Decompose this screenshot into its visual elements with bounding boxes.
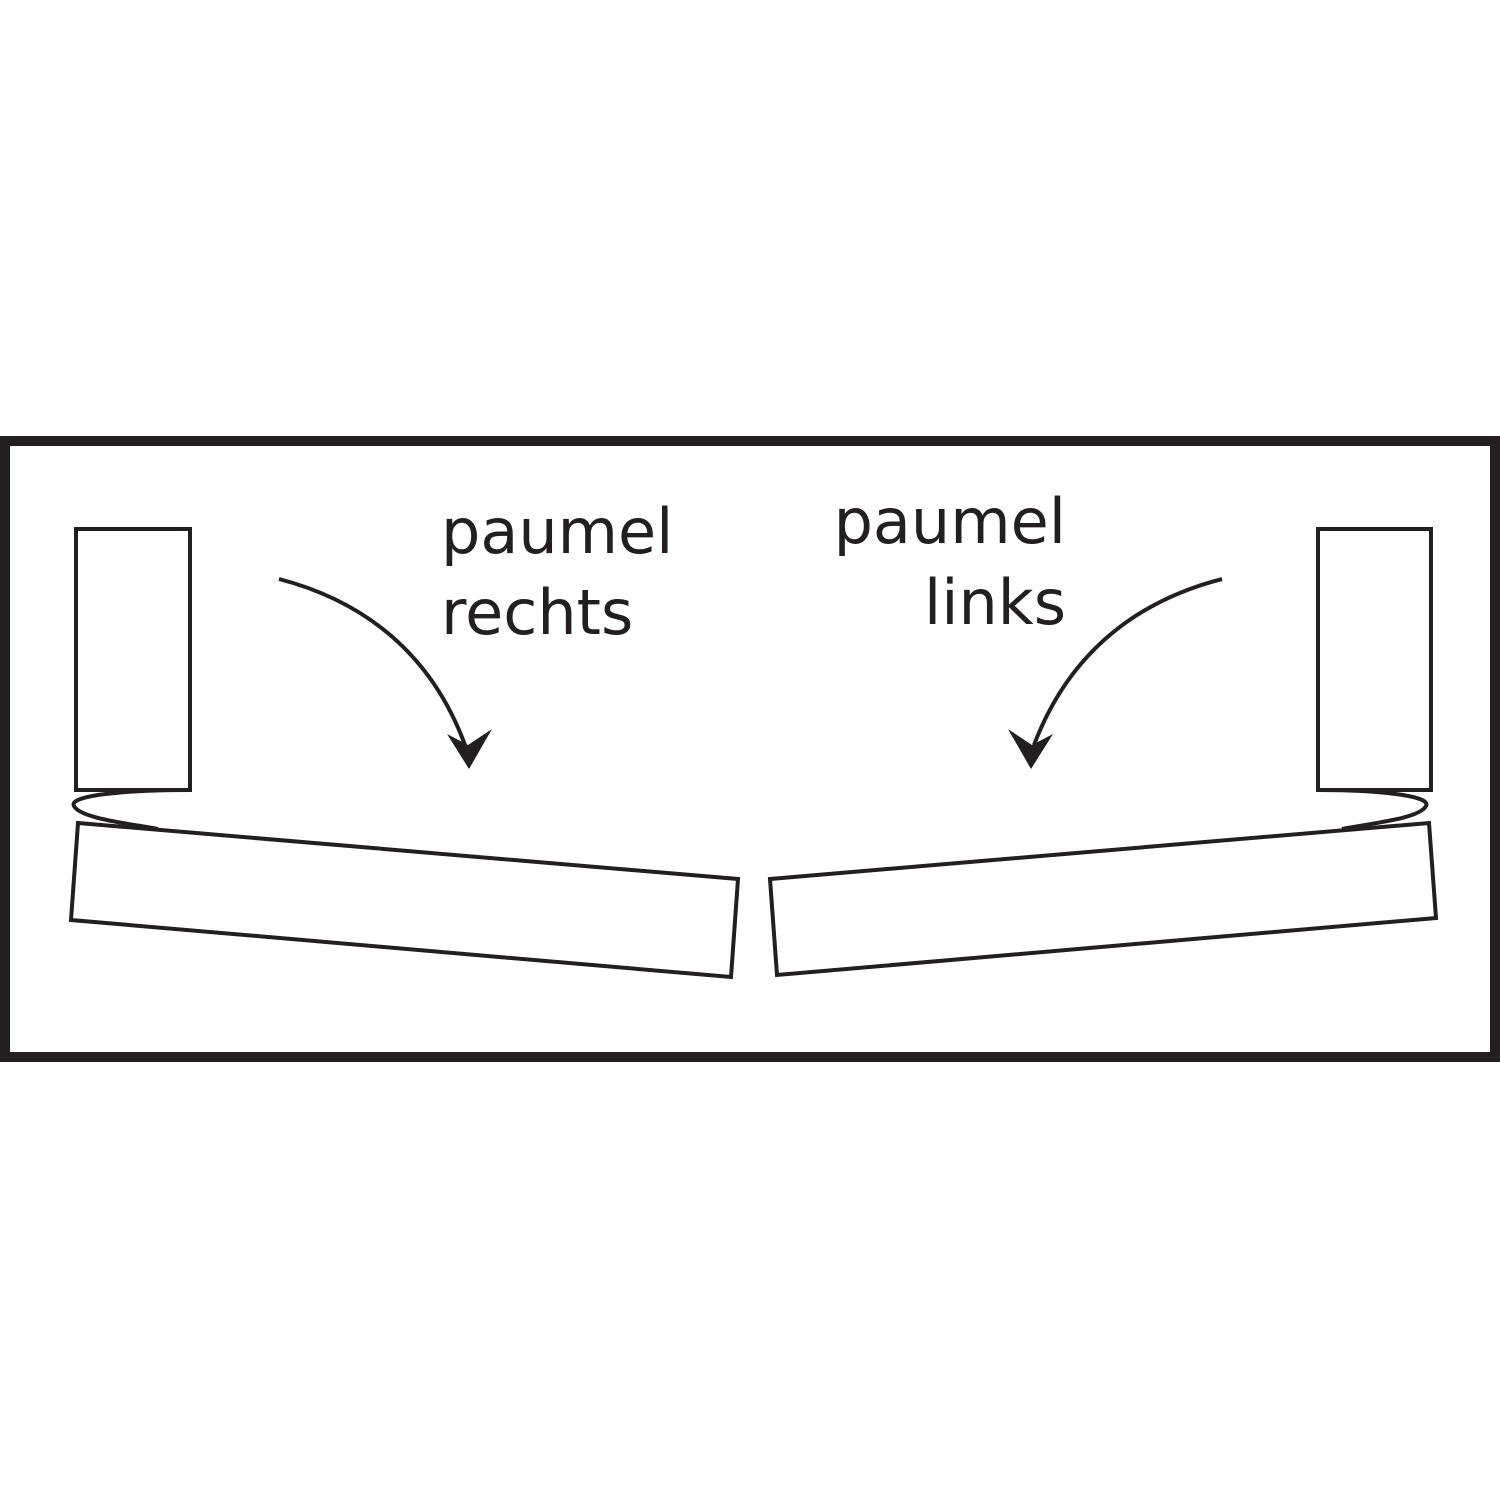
- left-hinge-curl: [71, 788, 191, 831]
- label-paumel-links-line1: paumel: [834, 485, 1066, 558]
- arrowhead-right-icon: [447, 729, 492, 769]
- right-hinge-curl: [1317, 788, 1429, 831]
- label-paumel-rechts-line1: paumel: [441, 495, 673, 568]
- label-paumel-rechts-line2: rechts: [441, 576, 633, 649]
- left-door-assembly: [68, 527, 741, 980]
- right-door-leaf: [767, 820, 1439, 978]
- right-door-frame-block: [1316, 527, 1433, 792]
- curved-arrow-down-left-icon: [1032, 577, 1223, 746]
- arrowhead-left-icon: [1008, 729, 1053, 769]
- label-paumel-links-line2: links: [924, 566, 1066, 639]
- curved-arrow-down-right-icon: [278, 577, 467, 746]
- outer-frame: [0, 436, 1500, 1062]
- left-door-frame-block: [74, 527, 192, 792]
- left-door-leaf: [68, 820, 741, 980]
- right-door-assembly: [767, 527, 1439, 978]
